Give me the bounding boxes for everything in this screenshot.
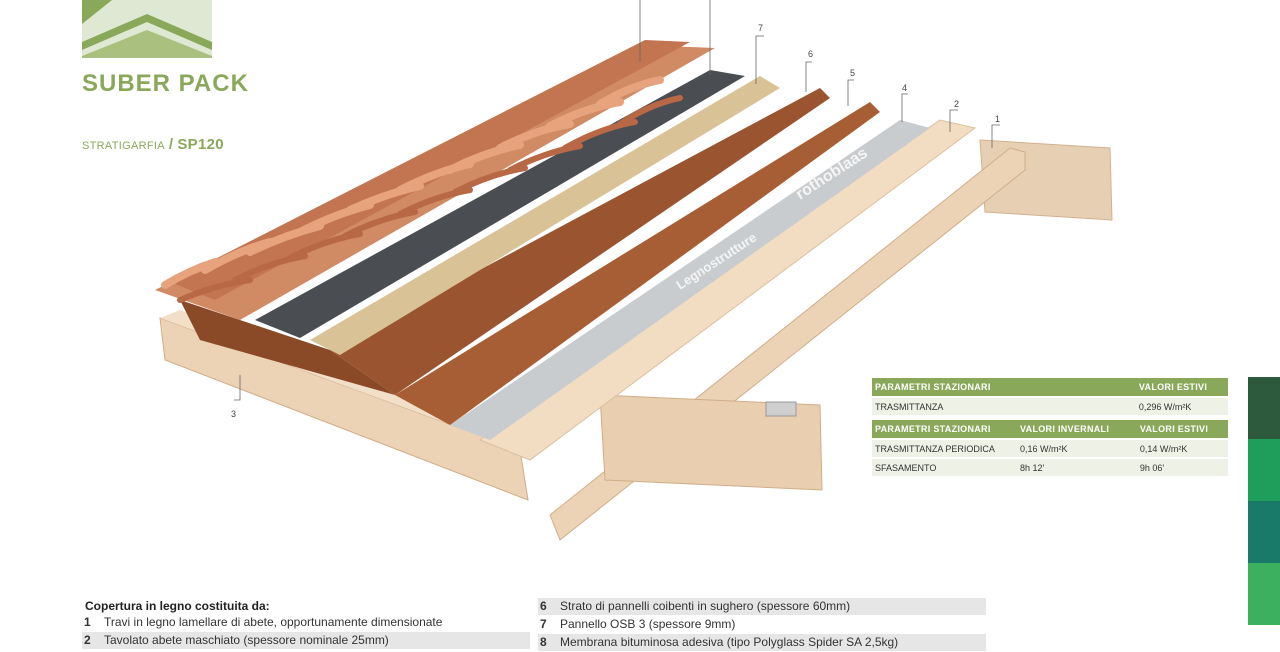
callout-6: 6 xyxy=(808,49,813,59)
table-row: TRASMITTANZA PERIODICA 0,16 W/m²K 0,14 W… xyxy=(872,440,1228,457)
table-cell: 0,296 W/m²K xyxy=(1135,398,1228,415)
list-item-text: Membrana bituminosa adesiva (tipo Polygl… xyxy=(560,635,899,649)
table-cell: TRASMITTANZA xyxy=(872,398,1019,415)
layer-list-right: 6 Strato di pannelli coibenti in sughero … xyxy=(538,598,986,652)
subtitle-label: STRATIGARFIA xyxy=(82,140,165,152)
table-header: VALORI ESTIVI xyxy=(1136,420,1228,438)
callout-1: 1 xyxy=(995,114,1000,124)
beam-cross xyxy=(599,394,823,491)
side-tab-2[interactable] xyxy=(1248,439,1280,501)
callout-3: 3 xyxy=(231,409,236,419)
list-item-number: 2 xyxy=(84,633,91,647)
table-cell xyxy=(1018,398,1136,415)
list-item-number: 8 xyxy=(540,635,547,649)
table-header: PARAMETRI STAZIONARI xyxy=(872,378,1019,396)
callout-2: 2 xyxy=(954,99,959,109)
list-item: 1 Travi in legno lamellare di abete, oppo… xyxy=(82,614,530,631)
side-tab-4[interactable] xyxy=(1248,563,1280,625)
side-tab-3[interactable] xyxy=(1248,501,1280,563)
table-header-row: PARAMETRI STAZIONARI VALORI ESTIVI xyxy=(872,378,1228,396)
list-item: 6 Strato di pannelli coibenti in sughero … xyxy=(538,598,986,615)
cork-panel-upper xyxy=(330,88,830,395)
cork-edge xyxy=(180,300,395,395)
subtitle-code: SP120 xyxy=(177,136,224,153)
table-cell: 0,16 W/m²K xyxy=(1017,440,1137,457)
bitumen-layer xyxy=(255,70,745,338)
table-header-row: PARAMETRI STAZIONARI VALORI INVERNALI VA… xyxy=(872,420,1228,438)
table-header xyxy=(1018,378,1136,396)
brand-logo-icon xyxy=(82,0,212,58)
table-header: PARAMETRI STAZIONARI xyxy=(872,420,1018,438)
table-header: VALORI ESTIVI xyxy=(1135,378,1228,396)
layer-list-left: 1 Travi in legno lamellare di abete, oppo… xyxy=(82,614,530,650)
table-cell: TRASMITTANZA PERIODICA xyxy=(872,440,1018,457)
dynamic-params-table: PARAMETRI STAZIONARI VALORI INVERNALI VA… xyxy=(872,418,1228,478)
callout-5: 5 xyxy=(850,68,855,78)
table-cell: SFASAMENTO xyxy=(872,459,1018,476)
table-cell: 0,14 W/m²K xyxy=(1136,440,1228,457)
description-title: Copertura in legno costituita da: xyxy=(85,599,270,613)
side-tab-1[interactable] xyxy=(1248,377,1280,439)
table-row: TRASMITTANZA 0,296 W/m²K xyxy=(872,398,1228,415)
roof-tiles xyxy=(155,40,715,320)
list-item-text: Strato di pannelli coibenti in sughero (… xyxy=(560,599,851,613)
list-item-text: Travi in legno lamellare di abete, oppor… xyxy=(104,615,443,629)
list-item-number: 1 xyxy=(84,615,91,629)
callout-4: 4 xyxy=(902,83,907,93)
page-subtitle: STRATIGARFIA/SP120 xyxy=(82,136,224,153)
table-cell: 9h 06' xyxy=(1136,459,1228,476)
list-item: 8 Membrana bituminosa adesiva (tipo Polyg… xyxy=(538,634,986,651)
cork-panel-lower xyxy=(395,102,880,425)
list-item-number: 7 xyxy=(540,617,547,631)
subtitle-separator: / xyxy=(168,136,174,153)
page-title: SUBER PACK xyxy=(82,70,249,97)
summer-params-table: PARAMETRI STAZIONARI VALORI ESTIVI TRASM… xyxy=(872,376,1228,417)
list-item: 2 Tavolato abete maschiato (spessore nomi… xyxy=(82,632,530,649)
list-item-number: 6 xyxy=(540,599,547,613)
list-item: 7 Pannello OSB 3 (spessore 9mm) xyxy=(538,616,986,633)
callout-7: 7 xyxy=(758,23,763,33)
table-row: SFASAMENTO 8h 12' 9h 06' xyxy=(872,459,1228,476)
metal-plate xyxy=(765,401,797,417)
membrane-layer xyxy=(450,120,930,440)
list-item-text: Tavolato abete maschiato (spessore nomin… xyxy=(104,633,389,647)
table-header: VALORI INVERNALI xyxy=(1017,420,1137,438)
osb-layer xyxy=(310,76,780,355)
list-item-text: Pannello OSB 3 (spessore 9mm) xyxy=(560,617,736,631)
side-section-tabs xyxy=(1248,377,1280,625)
table-cell: 8h 12' xyxy=(1017,459,1137,476)
